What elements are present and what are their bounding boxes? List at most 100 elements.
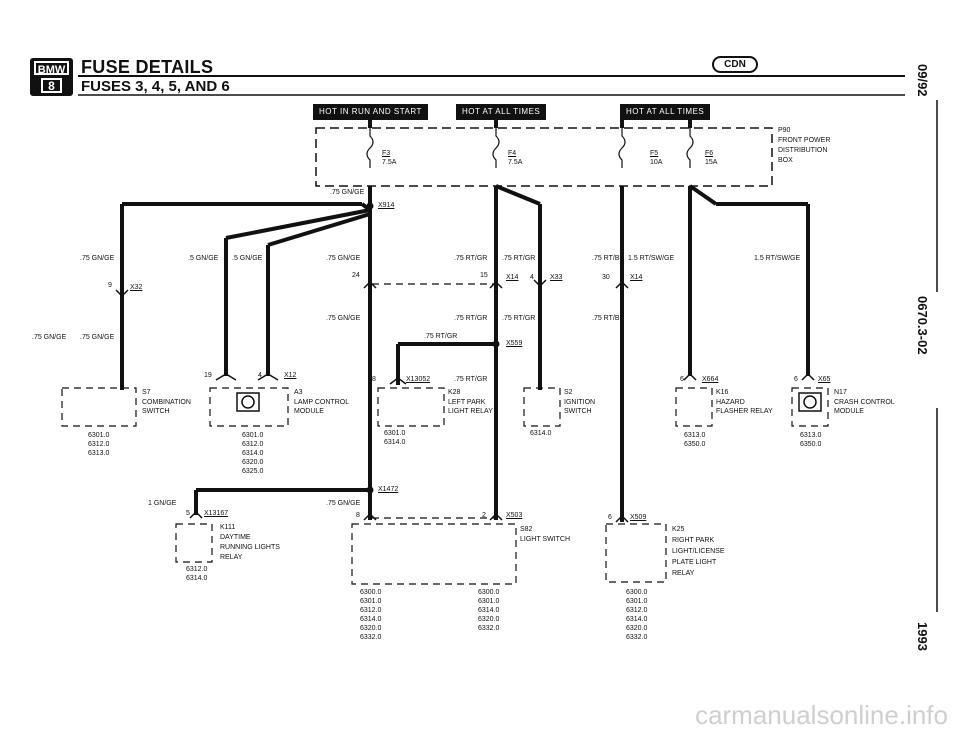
wire-label: .75 RT/BL — [592, 255, 624, 262]
fuse-f5-name: F5 — [650, 150, 659, 157]
component-s7-id: S7 — [142, 389, 151, 396]
wire-label: .75 RT/GR — [454, 376, 488, 383]
connector-pin-8: 8 — [356, 512, 360, 519]
connector-x12-pin4: 4 — [258, 372, 262, 379]
component-k111-name: DAYTIME — [220, 534, 251, 541]
wire-label: .75 RT/GR — [502, 315, 536, 322]
connector-x12-pin19: 19 — [204, 372, 212, 379]
wire-label: .75 GN/GE — [80, 255, 115, 262]
ref: 6313.0 — [800, 432, 822, 439]
connector-x13167-pin: 5 — [186, 510, 190, 517]
ref: 6300.0 — [478, 589, 500, 596]
wire-label: .75 RT/GR — [454, 255, 488, 262]
component-k25-name4: RELAY — [672, 570, 695, 577]
component-k25-name2: LIGHT/LICENSE — [672, 548, 725, 555]
wire-label: .75 RT/GR — [454, 315, 488, 322]
ref: 6325.0 — [242, 468, 264, 475]
connector-x65: X65 — [818, 376, 831, 383]
fuse-f4-rating: 7.5A — [508, 159, 523, 166]
ref: 6312.0 — [360, 607, 382, 614]
fusebox-id: P90 — [778, 127, 791, 134]
component-k16-id: K16 — [716, 389, 729, 396]
connector-x664: X664 — [702, 376, 719, 383]
wire-label: .75 GN/GE — [326, 315, 361, 322]
connector-x65-pin: 6 — [794, 376, 798, 383]
connector-x503-pin: 2 — [482, 512, 486, 519]
connector-x914: X914 — [378, 202, 395, 209]
fuse-f5-rating: 10A — [650, 159, 663, 166]
connector-x13167: X13167 — [204, 510, 229, 517]
connector-x14b: X14 — [630, 274, 643, 281]
connector-x13052: X13052 — [406, 376, 431, 383]
ref: 6312.0 — [626, 607, 648, 614]
ref: 6350.0 — [684, 441, 706, 448]
logo-bottom-text: 8 — [41, 78, 62, 93]
connector-x559: X559 — [506, 340, 523, 347]
ref: 6312.0 — [88, 441, 110, 448]
wire-label: .75 RT/GR — [424, 333, 458, 340]
connector-x1472: X1472 — [378, 486, 399, 493]
connector-x32: X32 — [130, 284, 143, 291]
component-n17-name2: MODULE — [834, 408, 864, 415]
component-n17-id: N17 — [834, 389, 847, 396]
component-s2-name: IGNITION — [564, 399, 596, 406]
wire-label: .75 RT/BL — [592, 315, 624, 322]
tag-hot-at-all-times-1: HOT AT ALL TIMES — [456, 104, 547, 120]
tag-hot-in-run-and-start: HOT IN RUN AND START — [313, 104, 428, 120]
ref: 6332.0 — [478, 625, 500, 632]
wire-label: 1.5 RT/SW/GE — [628, 255, 675, 262]
wire-label: .5 GN/GE — [188, 255, 219, 262]
component-k25-name: RIGHT PARK — [672, 537, 715, 544]
fusebox-line2: DISTRIBUTION — [778, 147, 828, 154]
connector-x12: X12 — [284, 372, 297, 379]
component-n17-name: CRASH CONTROL — [834, 399, 895, 406]
ref: 6313.0 — [684, 432, 706, 439]
component-k111-name2: RUNNING LIGHTS — [220, 544, 280, 551]
component-k111-name3: RELAY — [220, 554, 243, 561]
connector-x509: X509 — [630, 514, 647, 521]
component-s2-name2: SWITCH — [564, 408, 592, 415]
page-subtitle: FUSES 3, 4, 5, AND 6 — [81, 78, 230, 95]
fuse-f3-rating: 7.5A — [382, 159, 397, 166]
ref: 6301.0 — [360, 598, 382, 605]
ref: 6314.0 — [530, 430, 552, 437]
ref: 6312.0 — [186, 566, 208, 573]
component-k16-name2: FLASHER RELAY — [716, 408, 773, 415]
wire-label: .75 RT/GR — [502, 255, 536, 262]
connector-x509-pin: 6 — [608, 514, 612, 521]
component-a3-name2: MODULE — [294, 408, 324, 415]
ref: 6301.0 — [88, 432, 110, 439]
wire-label: 1.5 RT/SW/GE — [754, 255, 801, 262]
wire-label: .75 GN/GE — [326, 255, 361, 262]
fuse-f3-name: F3 — [382, 150, 391, 157]
component-s7-name2: SWITCH — [142, 408, 170, 415]
connector-x14: X14 — [506, 274, 519, 281]
logo-top-text: BMW — [34, 61, 69, 76]
watermark: carmanualsonline.info — [695, 700, 948, 730]
fusebox-line3: BOX — [778, 157, 793, 164]
bmw-logo: BMW 8 — [30, 58, 73, 96]
component-k16-name: HAZARD — [716, 399, 745, 406]
ref: 6301.0 — [626, 598, 648, 605]
wire-label: 1 GN/GE — [148, 500, 177, 507]
ref: 6314.0 — [626, 616, 648, 623]
component-k28-name2: LIGHT RELAY — [448, 408, 493, 415]
ref: 6314.0 — [186, 575, 208, 582]
ref: 6300.0 — [360, 589, 382, 596]
tag-hot-at-all-times-2: HOT AT ALL TIMES — [620, 104, 711, 120]
fusebox-line1: FRONT POWER — [778, 137, 831, 144]
cdn-badge: CDN — [712, 56, 758, 73]
wire-label: .5 GN/GE — [232, 255, 263, 262]
wire-label: .75 GN/GE — [80, 334, 115, 341]
ref: 6313.0 — [88, 450, 110, 457]
fuse-f4-name: F4 — [508, 150, 517, 157]
component-s82-name: LIGHT SWITCH — [520, 536, 571, 543]
connector-x13052-pin: 8 — [372, 376, 376, 383]
ref: 6314.0 — [360, 616, 382, 623]
ref: 6320.0 — [242, 459, 264, 466]
ref: 6312.0 — [242, 441, 264, 448]
wire-label: .75 GN/GE — [330, 189, 365, 196]
ref: 6332.0 — [360, 634, 382, 641]
component-k25-id: K25 — [672, 526, 685, 533]
connector-x33: X33 — [550, 274, 563, 281]
